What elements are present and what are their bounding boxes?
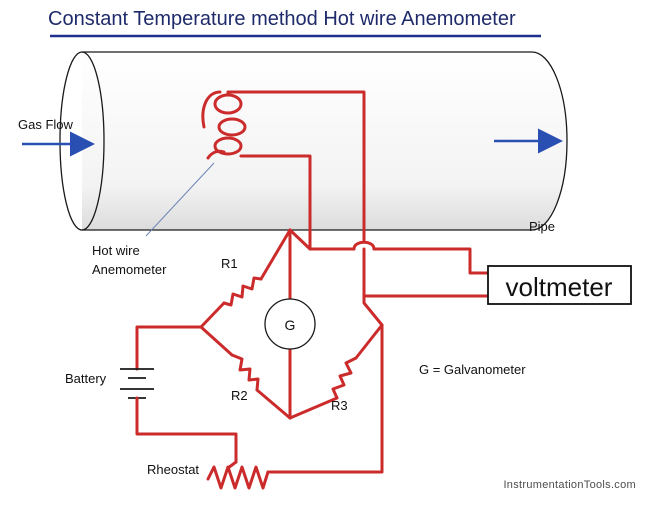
galvanometer-legend: G = Galvanometer bbox=[419, 362, 526, 377]
hot-wire-label-line1: Hot wire bbox=[92, 243, 140, 258]
r1-label: R1 bbox=[221, 256, 238, 271]
pipe-label: Pipe bbox=[529, 219, 555, 234]
diagram-title: Constant Temperature method Hot wire Ane… bbox=[48, 8, 516, 30]
coil-lead-bottom bbox=[239, 154, 312, 251]
hot-wire-pointer bbox=[145, 162, 215, 237]
r2-label: R2 bbox=[231, 388, 248, 403]
pipe bbox=[59, 51, 568, 231]
battery-circuit bbox=[120, 325, 238, 464]
hot-wire-label-line2: Anemometer bbox=[92, 262, 167, 277]
gas-flow-label: Gas Flow bbox=[18, 117, 74, 132]
galvanometer bbox=[264, 298, 316, 350]
voltmeter-box bbox=[487, 265, 632, 305]
wheatstone-bridge bbox=[199, 228, 490, 474]
rheostat-label: Rheostat bbox=[147, 462, 199, 477]
r3-label: R3 bbox=[331, 398, 348, 413]
watermark: InstrumentationTools.com bbox=[503, 479, 636, 491]
battery-label: Battery bbox=[65, 371, 107, 386]
coil-lead-top bbox=[226, 90, 366, 242]
voltmeter-label: voltmeter bbox=[506, 272, 613, 302]
rheostat bbox=[206, 460, 270, 490]
galvanometer-symbol: G bbox=[285, 317, 296, 333]
